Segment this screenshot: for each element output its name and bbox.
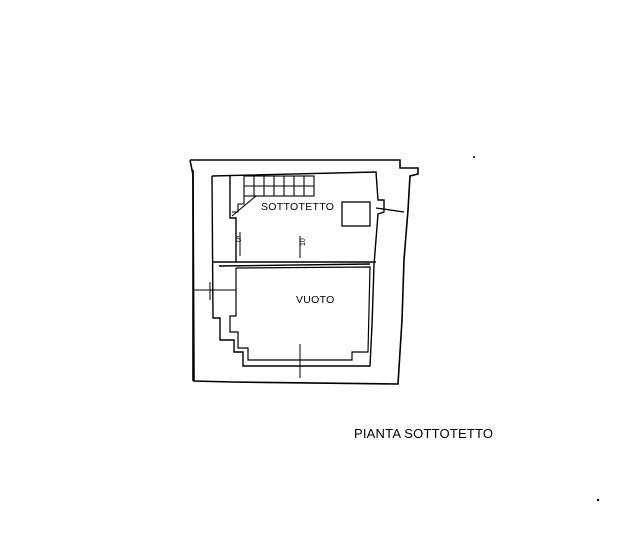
left-annotation-mark: S <box>236 235 241 244</box>
drawing-caption: PIANTA SOTTOTETTO <box>354 426 494 441</box>
section-lines <box>194 232 301 378</box>
inner-walls <box>211 171 385 367</box>
specks <box>473 156 600 502</box>
void-room-outline <box>229 266 371 361</box>
chimney-box <box>341 201 405 227</box>
right-annotation-mark: 10 <box>300 238 307 246</box>
attic-room-label: SOTTOTETTO <box>261 201 334 213</box>
staircase <box>231 175 315 217</box>
outer-walls <box>189 159 419 385</box>
void-room-label: VUOTO <box>296 294 335 306</box>
